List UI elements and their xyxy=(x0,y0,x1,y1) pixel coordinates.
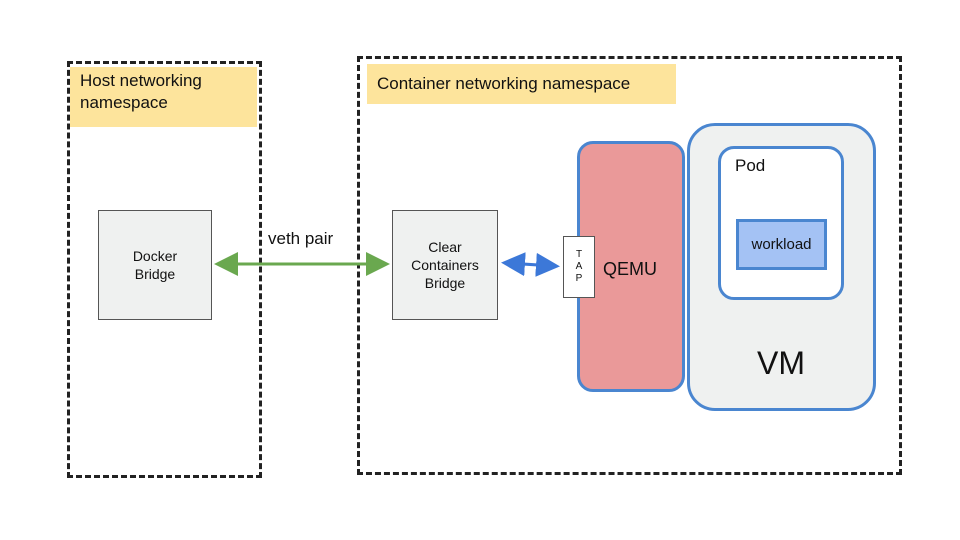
tap-letter-p: P xyxy=(575,273,583,284)
tap-arrow xyxy=(501,252,560,277)
docker-bridge-line1: Docker xyxy=(132,248,178,264)
docker-bridge-box: Docker Bridge xyxy=(98,210,212,320)
clear-bridge-line2: Containers xyxy=(411,257,479,273)
clear-bridge-line1: Clear xyxy=(428,239,462,255)
workload-box: workload xyxy=(736,219,827,270)
tap-letter-t: T xyxy=(575,249,583,260)
clear-containers-bridge-box: Clear Containers Bridge xyxy=(392,210,498,320)
veth-pair-label: veth pair xyxy=(268,229,334,248)
vm-label: VM xyxy=(757,345,805,381)
host-namespace-label: Host networking namespace xyxy=(70,67,257,127)
tap-interface: T A P xyxy=(563,236,595,298)
host-namespace-label-line2: namespace xyxy=(80,93,168,112)
pod-label: Pod xyxy=(735,156,766,175)
tap-letter-a: A xyxy=(575,261,583,272)
host-namespace-label-line1: Host networking xyxy=(80,71,202,90)
container-namespace-label: Container networking namespace xyxy=(367,64,676,104)
docker-bridge-line2: Bridge xyxy=(134,266,176,282)
qemu-label: QEMU xyxy=(603,259,657,279)
clear-bridge-line3: Bridge xyxy=(424,275,466,291)
